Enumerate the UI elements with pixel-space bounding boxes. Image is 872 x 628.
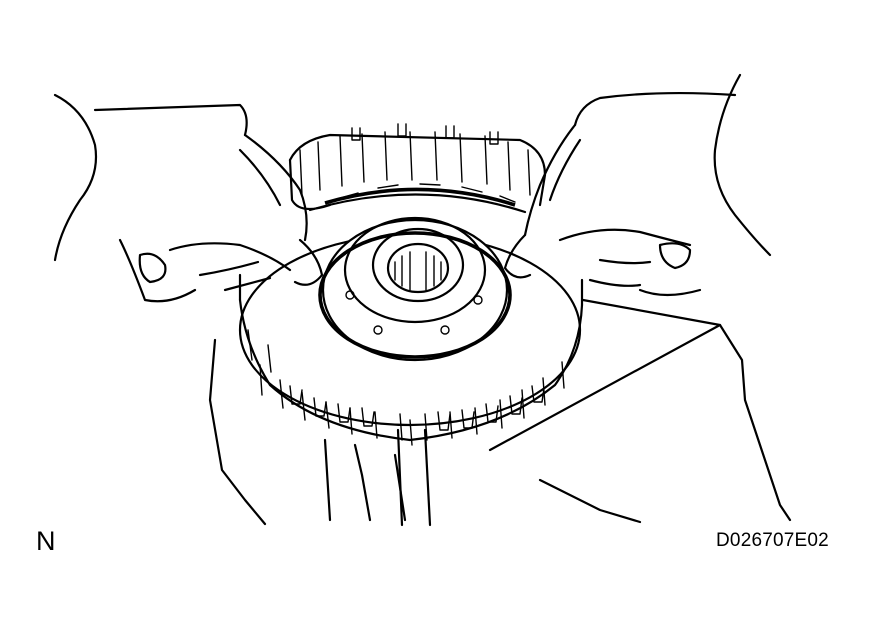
hub-bolt-holes xyxy=(345,290,483,335)
upper-drum-slots xyxy=(339,183,516,203)
clutch-hub xyxy=(318,216,512,362)
right-hand xyxy=(503,73,772,297)
view-label: N xyxy=(36,526,56,556)
splined-bore xyxy=(394,251,442,291)
lower-drum-teeth xyxy=(247,329,565,441)
drawing-code: D026707E02 xyxy=(716,530,829,551)
upper-clutch-drum xyxy=(288,123,547,214)
upper-drum-teeth xyxy=(299,123,531,196)
transmission-case xyxy=(208,298,792,526)
left-hand xyxy=(53,93,324,303)
lower-clutch-drum xyxy=(238,233,584,442)
